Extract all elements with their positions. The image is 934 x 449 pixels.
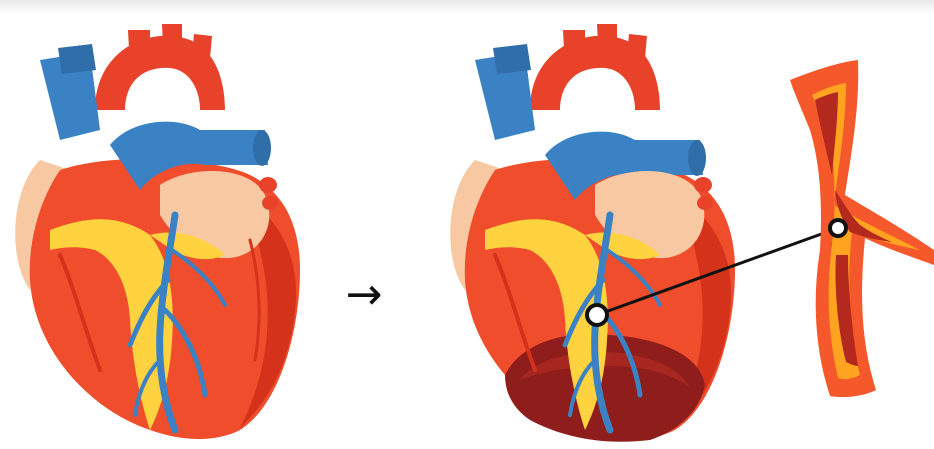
transition-arrow: → — [334, 270, 394, 320]
artery-plaque-icon — [790, 60, 934, 397]
heart-healthy-icon — [15, 24, 300, 439]
heart-infarct-icon — [450, 24, 838, 442]
